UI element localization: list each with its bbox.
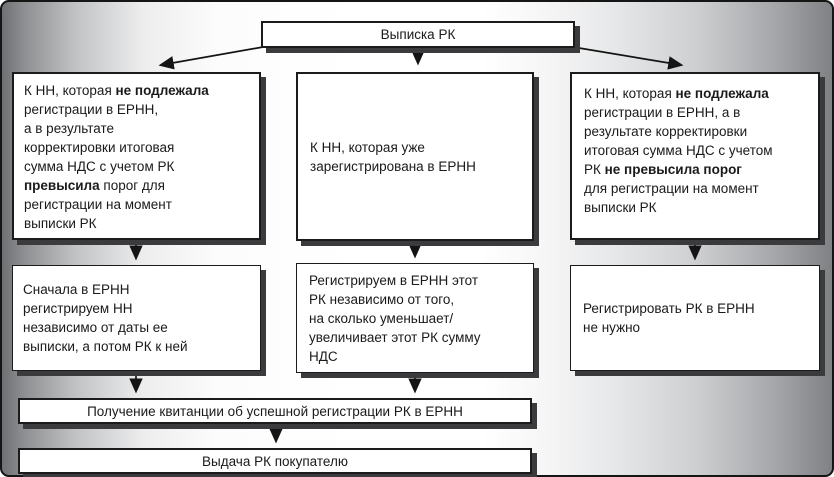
start-box: Выписка РК — [261, 21, 575, 48]
receipt-box: Получение квитанции об успешной регистра… — [18, 398, 532, 424]
issue-box: Выдача РК покупателю — [18, 448, 532, 474]
